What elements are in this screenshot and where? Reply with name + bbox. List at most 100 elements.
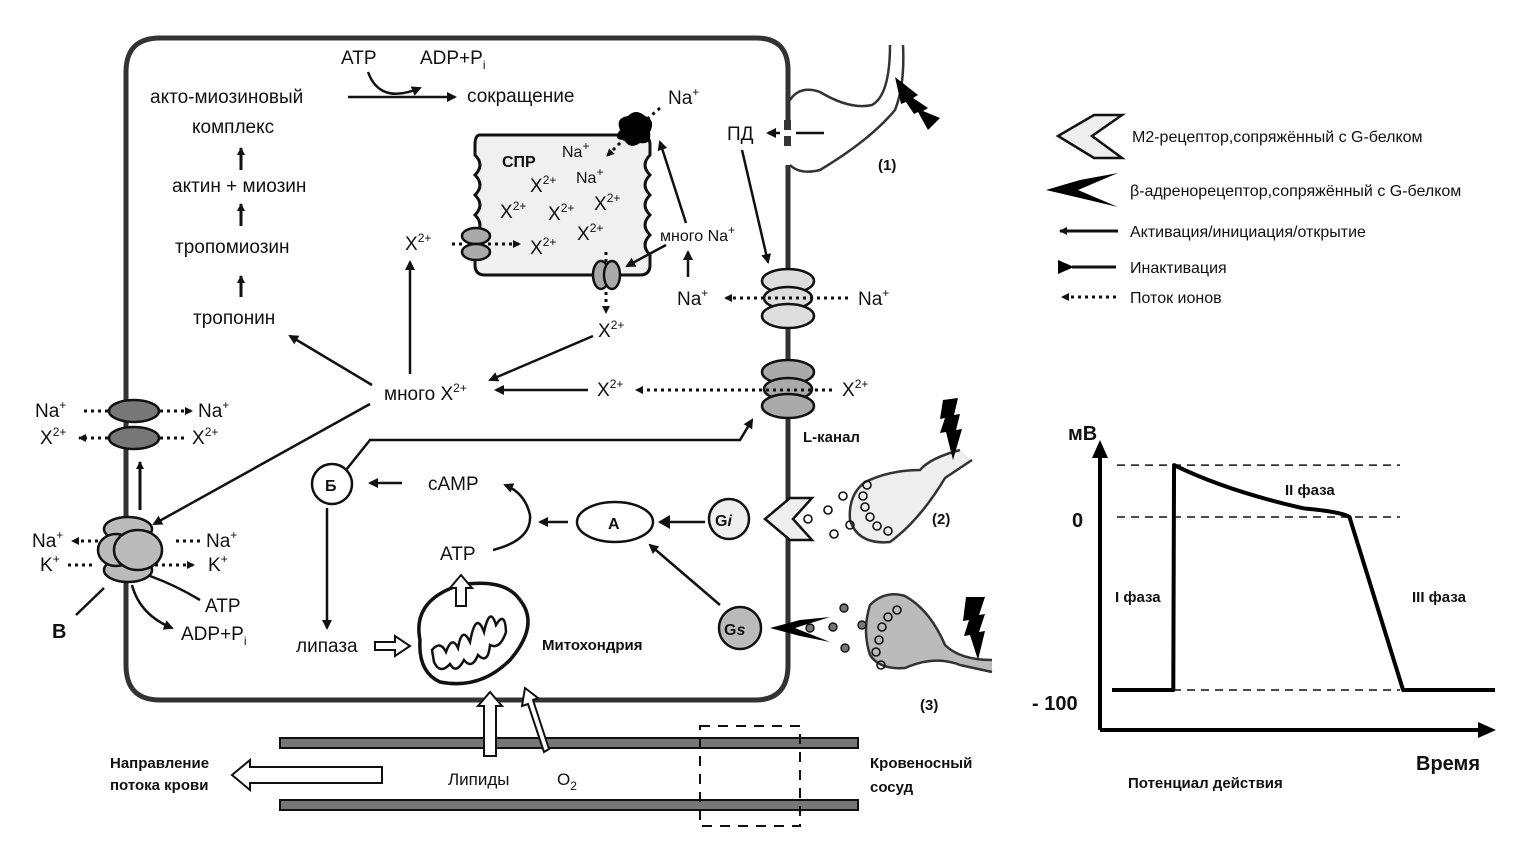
blood-flow-arrow-icon — [230, 757, 383, 793]
nerve-terminal-3 — [805, 593, 993, 674]
b-node: Б — [310, 462, 354, 506]
exchanger-x-right: X2+ — [192, 425, 218, 449]
terminal-2-label: (2) — [932, 511, 950, 528]
gi-protein: Gi — [707, 497, 751, 541]
legend-label: Активация/инициация/открытие — [1130, 224, 1366, 241]
lipase-arrow-icon — [374, 634, 412, 658]
y-axis-arrow-icon — [1092, 440, 1108, 458]
chart-title: Потенциал действия — [1128, 775, 1283, 792]
lipids-label: Липиды — [448, 770, 510, 789]
action-potential-curve — [1112, 463, 1495, 692]
spr-release-channel — [460, 226, 492, 262]
legend-label: β-адренорецептор,сопряжённый с G-белком — [1130, 183, 1461, 200]
legend-label: Инактивация — [1130, 260, 1227, 277]
spr-exchanger-channel — [591, 259, 622, 291]
lipase-label: липаза — [296, 636, 358, 657]
nerve-terminal-1 — [780, 44, 940, 173]
spr-x-left: X2+ — [405, 231, 431, 255]
pump-adp: ADP+Pi — [181, 624, 247, 648]
nerve-terminal-2 — [803, 398, 973, 544]
na-x-exchanger — [107, 398, 161, 451]
action-potential-chart: мВ 0 - 100 Время Потенциал действия I фа… — [1032, 423, 1496, 792]
l-channel-label: L-канал — [803, 429, 860, 446]
inactivation-arrow-icon — [1058, 260, 1074, 274]
flow-direction-line1: Направление — [110, 755, 209, 772]
l-channel-right: X2+ — [842, 377, 868, 401]
contraction-label: сокращение — [467, 86, 574, 107]
spr-x-below: X2+ — [598, 318, 624, 342]
y-tick-label: - 100 — [1032, 693, 1078, 715]
adenylate-cyclase-node: A — [575, 500, 655, 544]
svg-text:Gi: Gi — [715, 513, 732, 530]
na-channel — [760, 267, 816, 330]
exchanger-na-left: Na+ — [35, 398, 66, 422]
stimulus-icon — [940, 398, 962, 460]
na-outside-spr: Na+ — [668, 85, 699, 109]
na-k-pump — [96, 515, 164, 584]
actin-myosin-label: актин + миозин — [172, 176, 306, 197]
l-type-calcium-channel — [760, 358, 816, 420]
atp-label: ATP — [341, 48, 377, 69]
na-channel-left: Na+ — [677, 286, 708, 310]
blood-vessel — [279, 725, 859, 827]
spr-na-pump-icon — [616, 112, 653, 146]
x-axis-label: Время — [1416, 753, 1480, 775]
phase-label: II фаза — [1285, 482, 1335, 499]
terminal-3-label: (3) — [920, 697, 938, 714]
spr-label: СПР — [502, 154, 536, 171]
beta-receptor-icon — [770, 617, 830, 642]
many-na-label: много Na+ — [660, 223, 735, 245]
atp-output-arrow-icon — [447, 573, 475, 607]
actomyosin-label: акто-миозиновый — [150, 87, 303, 108]
o2-arrow-icon — [520, 686, 551, 754]
flow-direction-line2: потока крови — [110, 777, 208, 794]
troponin-label: тропонин — [193, 308, 275, 329]
action-potential-label: ПД — [727, 124, 754, 145]
legend: М2-рецептор,сопряжённый с G-белком β-адр… — [1046, 113, 1461, 307]
beta-receptor-icon — [1046, 173, 1118, 207]
adp-label: ADP+Pi — [420, 48, 486, 72]
spr-x-ion: X2+ — [530, 235, 556, 259]
phase-label: I фаза — [1115, 589, 1161, 606]
exchanger-x-left: X2+ — [40, 425, 66, 449]
complex-label: комплекс — [192, 117, 274, 138]
vessel-label-line2: сосуд — [870, 779, 914, 796]
contraction-reaction: ATP ADP+Pi сокращение — [341, 48, 574, 107]
protein-chain: акто-миозиновый комплекс актин + миозин … — [150, 87, 306, 329]
mitochondrion-icon — [417, 581, 530, 686]
many-x-label: много X2+ — [384, 381, 467, 405]
pump-k-left: K+ — [40, 552, 60, 576]
pump-label-v: В — [52, 621, 66, 643]
na-channel-right: Na+ — [858, 286, 889, 310]
svg-text:Б: Б — [325, 478, 337, 495]
y-axis-label: мВ — [1068, 423, 1097, 445]
gs-protein: Gs — [717, 605, 763, 651]
spr-x-ion: X2+ — [577, 221, 603, 245]
phase-label: III фаза — [1412, 589, 1467, 606]
spr-na-2: Na+ — [576, 165, 603, 187]
o2-label: O2 — [557, 770, 577, 793]
pump-k-right: K+ — [208, 552, 228, 576]
legend-label: М2-рецептор,сопряжённый с G-белком — [1132, 129, 1423, 146]
tropomyosin-label: тропомиозин — [175, 237, 290, 258]
sarcoplasmic-reticulum: СПР Na+ Na+ X2+ X2+ X2+ X2+ X2+ X2+ X2+ … — [405, 85, 699, 342]
spr-x-ion: X2+ — [500, 199, 526, 223]
spr-x-ion: X2+ — [530, 173, 556, 197]
legend-label: Поток ионов — [1130, 290, 1222, 307]
pump-atp: ATP — [205, 596, 241, 617]
vessel-label-line1: Кровеносный — [870, 755, 972, 772]
camp-label: cAMP — [428, 474, 479, 495]
svg-text:A: A — [608, 516, 620, 533]
lipids-arrow-icon — [475, 690, 505, 757]
cell-membrane — [123, 35, 791, 703]
m2-receptor-icon — [1055, 113, 1126, 160]
pump-na-right: Na+ — [206, 528, 237, 552]
m2-receptor-icon — [763, 496, 815, 542]
spr-x-ion: X2+ — [548, 201, 574, 225]
l-channel-left: X2+ — [597, 377, 623, 401]
exchanger-na-right: Na+ — [198, 398, 229, 422]
x-axis-arrow-icon — [1478, 722, 1496, 738]
spr-na-1: Na+ — [562, 139, 589, 161]
svg-text:Gs: Gs — [724, 622, 745, 639]
